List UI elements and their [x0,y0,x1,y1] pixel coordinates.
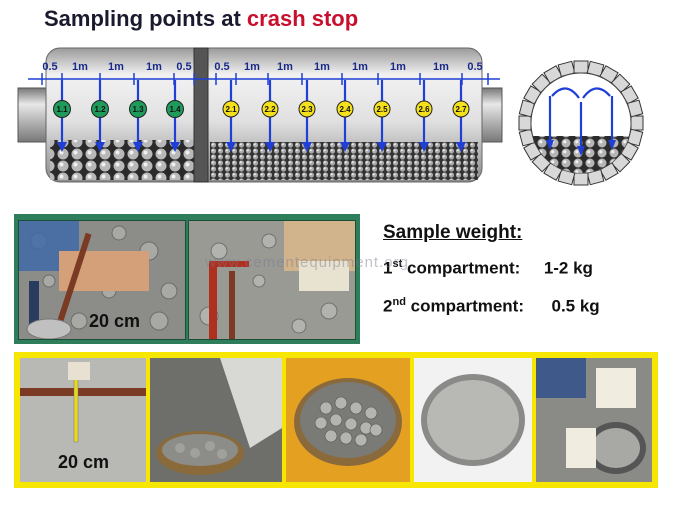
bottom-photo-strip: 20 cm [14,352,658,488]
sampling-point-label: 1.3 [132,105,144,114]
distance-label: 1m [244,61,260,73]
sampling-point-label: 1.1 [56,105,68,114]
sampling-point-marker [373,100,391,118]
sampling-arrowhead [265,142,275,152]
sampling-point-marker [261,100,279,118]
sampling-arrowhead [456,142,466,152]
charge-compartment-1 [50,140,194,180]
distance-label: 0.5 [176,61,191,73]
sampling-arrowhead [95,142,105,152]
inlet-trunnion [17,87,49,143]
distance-label: 1m [108,61,124,73]
cross-section-arrows [548,87,614,148]
sampling-arrowhead [302,142,312,152]
photo-scooping-sample [150,358,282,482]
intermediate-diaphragm [193,47,209,183]
distance-label: 1m [72,61,88,73]
distance-label: 1m [390,61,406,73]
liner-plate [573,172,589,186]
sampling-arrowhead [419,142,429,152]
distance-label: 0.5 [42,61,57,73]
photo-handling-sieve [536,358,652,482]
distance-label: 1m [433,61,449,73]
photo-caption-20cm-bottom: 20 cm [58,452,110,472]
sampling-point-label: 2.3 [301,105,313,114]
outlet-trunnion [479,87,503,143]
sampling-point-label: 2.5 [376,105,388,114]
watermark: www.cementequipment.org [205,254,409,271]
sampling-arrowhead [133,142,143,152]
sample-weight-title: Sample weight: [383,222,523,243]
distance-label: 1m [277,61,293,73]
page-title: Sampling points at crash stop [44,6,358,32]
title-text: Sampling points at [44,6,241,31]
sampling-point-label: 1.4 [169,105,181,114]
sampling-point-marker [166,100,184,118]
liner-plates [518,60,644,186]
mill-cross-section [518,60,644,186]
sampling-arrowhead [170,142,180,152]
sampling-arrowhead [340,142,350,152]
sampling-arrowhead [226,142,236,152]
sampling-point-marker [53,100,71,118]
sample-weight-panel: Sample weight: 1st compartment: 1-2 kg 2… [383,222,600,316]
sample-value-1: 1-2 kg [543,258,593,278]
liner-plate [518,115,532,131]
sample-row-2: 2nd compartment: 0.5 kg [383,296,600,316]
liner-plate [630,115,644,131]
sampling-point-marker [91,100,109,118]
sampling-point-marker [336,100,354,118]
sampling-point-label: 2.4 [339,105,351,114]
top-photo-strip: 20 cm [14,214,360,344]
sampling-point-label: 2.7 [455,105,467,114]
distance-label: 1m [314,61,330,73]
sampling-point-marker [415,100,433,118]
distance-label: 1m [352,61,368,73]
sampling-point-label: 1.2 [94,105,106,114]
distance-label: 1m [146,61,162,73]
sampling-point-marker [452,100,470,118]
sampling-point-label: 2.6 [418,105,430,114]
photo-measuring-depth: 20 cm [18,220,186,340]
photo-sieve-powder [414,358,532,482]
sample-row-1: 1st compartment: 1-2 kg [383,258,593,278]
sampling-point-label: 2.2 [264,105,276,114]
sampling-point-label: 2.1 [225,105,237,114]
liner-plate [573,60,589,74]
photo-collecting-sample [188,220,356,340]
distance-label: 0.5 [214,61,229,73]
photo-ruler-depth: 20 cm [20,358,146,482]
photo-caption-20cm: 20 cm [89,311,141,331]
sampling-point-marker [222,100,240,118]
distance-label: 0.5 [467,61,482,73]
title-highlight: crash stop [246,6,359,31]
photo-sieve-with-balls [286,358,410,482]
sample-value-2: 0.5 kg [551,296,600,316]
sampling-arrowhead [377,142,387,152]
sampling-point-marker [298,100,316,118]
mill-diagram: 0.5 1m 1m 1m 0.5 0.5 1m 1m 1m 1m 1m 1m 0.5 1.1 1.2 1.3… [17,47,503,183]
sampling-arrowhead [57,142,67,152]
sampling-point-marker [129,100,147,118]
